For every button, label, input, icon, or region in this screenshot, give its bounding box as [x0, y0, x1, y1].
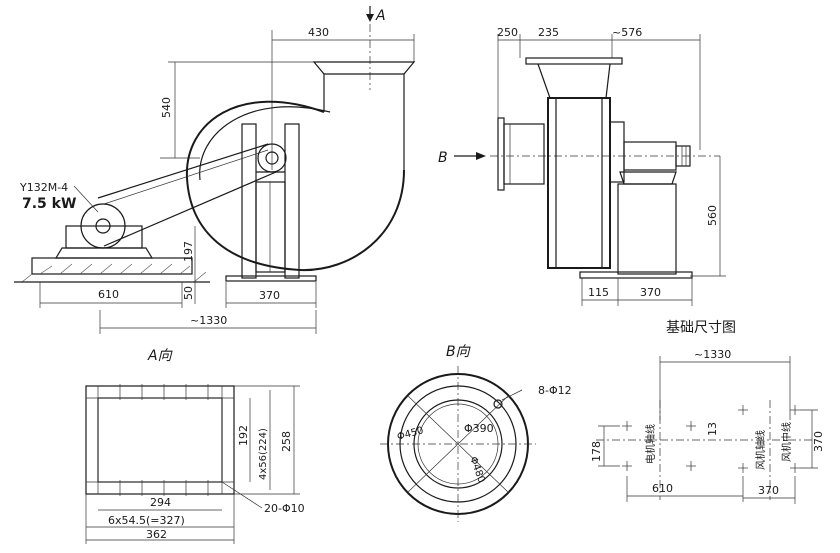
- anchor-bolts: [622, 405, 800, 473]
- dia-480: Φ480: [467, 455, 487, 484]
- dim-192: 192: [237, 425, 250, 446]
- dia-390: Φ390: [464, 422, 494, 435]
- dim-13: 13: [706, 422, 719, 436]
- foundation-title: 基础尺寸图: [666, 319, 736, 336]
- dim-540: 540: [160, 97, 173, 118]
- motor-power: 7.5 kW: [22, 196, 76, 212]
- fan-axis-label: 风机轴线: [754, 430, 767, 470]
- dim-115: 115: [588, 286, 609, 299]
- dim-362: 362: [146, 528, 167, 541]
- front-view: B 250 235 ~576: [438, 26, 726, 306]
- dim-610-foundation: 610: [652, 482, 673, 495]
- dim-50: 50: [182, 286, 195, 300]
- dim-294: 294: [150, 496, 171, 509]
- dim-258: 258: [280, 431, 293, 452]
- dim-576: ~576: [612, 26, 642, 39]
- dim-370-side: 370: [259, 289, 280, 302]
- view-a-title: A向: [147, 348, 174, 364]
- motor-axis-label: 电机轴线: [644, 424, 657, 464]
- dim-250: 250: [497, 26, 518, 39]
- dim-610: 610: [98, 288, 119, 301]
- dim-560: 560: [706, 205, 719, 226]
- dim-235: 235: [538, 26, 559, 39]
- side-view: A 430 540: [14, 6, 416, 334]
- motor-model: Y132M-4: [19, 181, 68, 194]
- view-b-title: B向: [446, 344, 472, 360]
- dim-370-vertical: 370: [812, 431, 825, 452]
- dim-1330-foundation: ~1330: [694, 348, 731, 361]
- arrow-a-label: A: [375, 8, 386, 24]
- holes-20-d10: 20-Φ10: [264, 502, 305, 515]
- dim-4x56: 4x56(224): [258, 428, 269, 480]
- bolt-marks: [119, 384, 209, 496]
- dia-450: Φ450: [396, 425, 425, 443]
- dim-197: 197: [182, 241, 195, 262]
- base-hatch: [21, 263, 207, 283]
- dim-370-horizontal: 370: [758, 484, 779, 497]
- foundation-plan: 基础尺寸图 ~1330 电机轴线 风机轴线 风机中线 178 13: [590, 319, 825, 504]
- dim-430: 430: [308, 26, 329, 39]
- dim-1330-side: ~1330: [190, 314, 227, 327]
- dim-6x54: 6x54.5(=327): [108, 514, 185, 527]
- arrow-b-label: B: [438, 150, 448, 166]
- fan-center-label: 风机中线: [780, 422, 793, 462]
- dim-370-front: 370: [640, 286, 661, 299]
- holes-8-d12: 8-Φ12: [538, 384, 572, 397]
- dim-178: 178: [590, 441, 603, 462]
- view-b: B向 8-Φ12 Φ450 Φ390 Φ480: [380, 344, 572, 522]
- view-a: A向 192 4x56(224) 258: [85, 348, 305, 544]
